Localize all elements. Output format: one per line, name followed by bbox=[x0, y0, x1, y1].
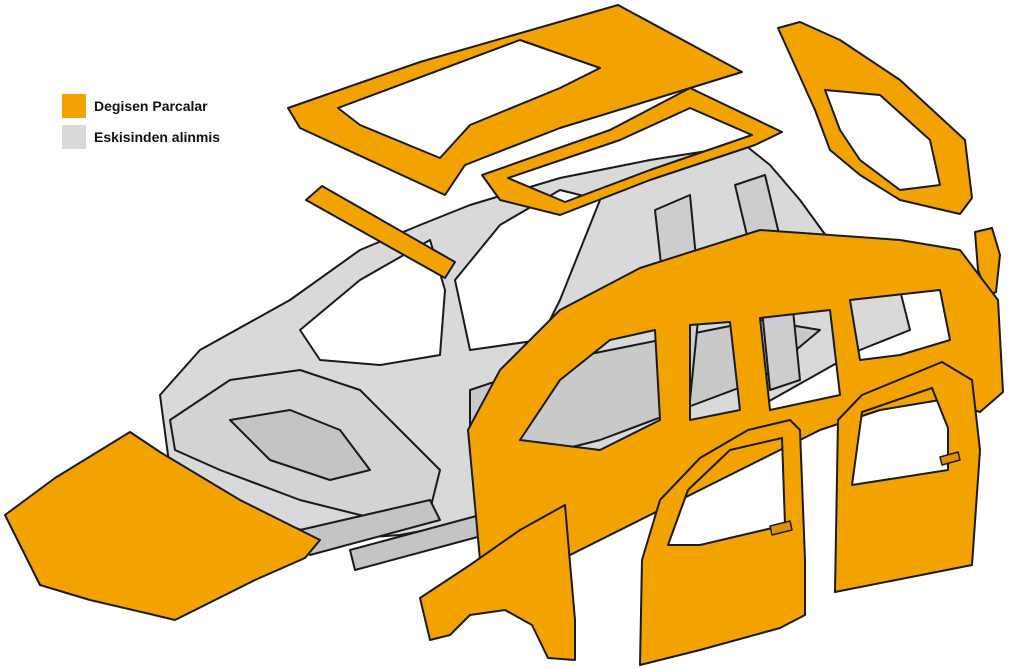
cowl-cross-member bbox=[305, 185, 456, 279]
legend-label-retained: Eskisinden alinmis bbox=[94, 129, 221, 145]
front-fender bbox=[419, 504, 576, 661]
tailgate bbox=[777, 21, 973, 215]
legend-label-changed: Degisen Parcalar bbox=[94, 98, 208, 114]
rear-door-handle bbox=[939, 451, 961, 466]
front-door-handle bbox=[769, 520, 793, 536]
roof-frame bbox=[481, 87, 783, 216]
legend: Degisen Parcalar Eskisinden alinmis bbox=[62, 94, 220, 156]
hood bbox=[4, 431, 321, 621]
door-handles bbox=[769, 451, 961, 536]
legend-swatch-retained bbox=[62, 125, 86, 149]
front-door bbox=[639, 419, 806, 666]
rear-door bbox=[834, 361, 981, 593]
legend-swatch-changed bbox=[62, 94, 86, 118]
legend-item-retained-parts: Eskisinden alinmis bbox=[62, 125, 220, 149]
changed-parts bbox=[4, 4, 1004, 666]
body-side-frame bbox=[467, 229, 1004, 561]
rear-lamp-bracket bbox=[974, 227, 1001, 297]
roof-panel bbox=[287, 4, 743, 196]
legend-item-changed-parts: Degisen Parcalar bbox=[62, 94, 220, 118]
